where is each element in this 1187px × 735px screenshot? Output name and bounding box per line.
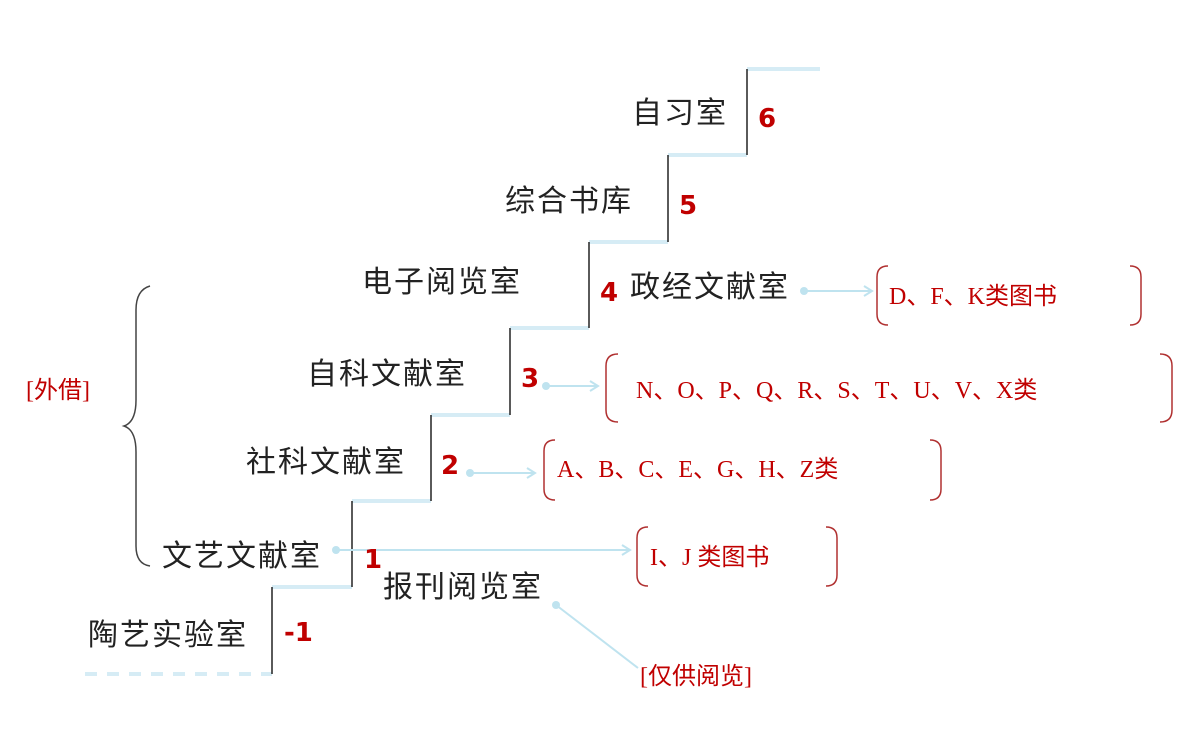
tag-lending: [外借]	[26, 378, 90, 404]
connector-dots	[332, 287, 808, 609]
bracket-f1-left	[636, 526, 649, 587]
lending-brace	[121, 285, 151, 567]
bracket-f2-right	[929, 439, 942, 501]
connectors	[336, 290, 872, 669]
room-literature-art: 文艺文献室	[162, 539, 322, 574]
floor-b1: -1	[284, 618, 313, 648]
bracket-f1-right	[825, 526, 838, 587]
bracket-f3-right	[1159, 353, 1173, 423]
room-ceramics-lab: 陶艺实验室	[88, 618, 248, 653]
connector-arrowheads	[526, 285, 874, 556]
floor-6: 6	[758, 104, 777, 134]
room-social-science: 社科文献室	[246, 445, 406, 480]
bracket-f4-left	[876, 265, 889, 326]
floor-5: 5	[679, 191, 698, 221]
class-f2: A、B、C、E、G、H、Z类	[557, 457, 839, 483]
room-natural-science: 自科文献室	[307, 357, 467, 392]
room-general-stacks: 综合书库	[505, 184, 633, 219]
bracket-f3-left	[605, 353, 619, 423]
class-f1: I、J 类图书	[650, 545, 770, 571]
room-politics-economics: 政经文献室	[630, 270, 790, 305]
stair-treads	[85, 67, 820, 676]
class-f4: D、F、K类图书	[889, 284, 1058, 310]
bracket-f2-left	[543, 439, 556, 501]
room-electronic-reading: 电子阅览室	[362, 265, 522, 300]
room-study: 自习室	[632, 96, 728, 131]
floor-4: 4	[600, 278, 619, 308]
floor-1: 1	[364, 545, 383, 575]
bracket-f4-right	[1129, 265, 1142, 326]
floor-3: 3	[521, 364, 540, 394]
connector-periodicals	[555, 604, 639, 669]
class-f3: N、O、P、Q、R、S、T、U、V、X类	[636, 378, 1038, 404]
tag-reading-only: [仅供阅览]	[640, 664, 752, 690]
class-brackets	[543, 265, 1173, 587]
floor-2: 2	[441, 451, 460, 481]
room-periodicals: 报刊阅览室	[383, 570, 543, 605]
stair-risers	[271, 69, 748, 674]
